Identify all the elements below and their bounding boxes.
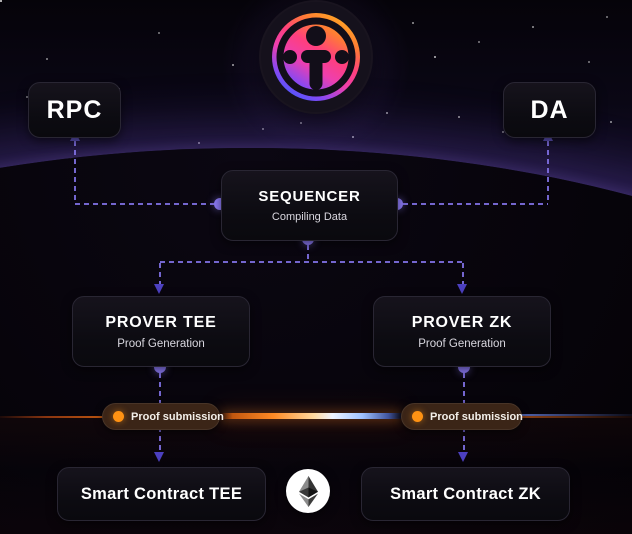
- ethereum-badge: [286, 469, 330, 513]
- connector-branch-right: [462, 263, 464, 284]
- horizon-glow-right-blue: [520, 414, 632, 416]
- node-prover-tee: PROVER TEE Proof Generation: [72, 296, 250, 367]
- connector-seq-down: [307, 245, 309, 262]
- sequencer-title: SEQUENCER: [258, 188, 361, 205]
- connector-branch-left: [159, 263, 161, 284]
- connector-branch-horizontal: [160, 261, 463, 263]
- arrow-down-prover-zk: [457, 284, 467, 294]
- node-rpc: RPC: [28, 82, 121, 138]
- ethereum-icon: [298, 475, 318, 507]
- node-smart-contract-tee: Smart Contract TEE: [57, 467, 266, 521]
- node-da: DA: [503, 82, 596, 138]
- orange-dot-icon: [113, 411, 124, 422]
- sequencer-subtitle: Compiling Data: [271, 211, 348, 223]
- prover-tee-subtitle: Proof Generation: [117, 337, 205, 350]
- arrow-down-prover-tee: [154, 284, 164, 294]
- connector-seq-to-da-horizontal: [403, 203, 548, 205]
- arrow-down-contract-zk: [458, 452, 468, 462]
- horizon-glow-right-red: [520, 416, 632, 418]
- node-sequencer: SEQUENCER Compiling Data: [221, 170, 398, 241]
- rpc-label: RPC: [46, 95, 103, 124]
- proof-submission-badge-right: Proof submission: [401, 403, 523, 430]
- connector-seq-to-rpc-vertical: [74, 141, 76, 204]
- stars: [0, 0, 2, 2]
- connector-seq-to-da-vertical: [547, 141, 549, 204]
- da-label: DA: [530, 95, 569, 124]
- proof-submission-badge-left: Proof submission: [102, 403, 224, 430]
- proof-submission-label-right: Proof submission: [430, 410, 523, 423]
- chain-logo: [261, 2, 371, 112]
- prover-zk-subtitle: Proof Generation: [418, 337, 506, 350]
- smart-contract-zk-label: Smart Contract ZK: [390, 484, 541, 503]
- node-prover-zk: PROVER ZK Proof Generation: [373, 296, 551, 367]
- horizon-glow-left: [0, 416, 104, 418]
- proof-submission-label-left: Proof submission: [131, 410, 224, 423]
- chain-logo-icon: [272, 13, 360, 101]
- node-smart-contract-zk: Smart Contract ZK: [361, 467, 570, 521]
- prover-tee-title: PROVER TEE: [105, 313, 217, 331]
- prover-zk-title: PROVER ZK: [411, 313, 513, 331]
- arrow-down-contract-tee: [154, 452, 164, 462]
- horizon-glow-center: [218, 413, 403, 419]
- smart-contract-tee-label: Smart Contract TEE: [80, 484, 243, 503]
- connector-seq-to-rpc-horizontal: [75, 203, 214, 205]
- orange-dot-icon: [412, 411, 423, 422]
